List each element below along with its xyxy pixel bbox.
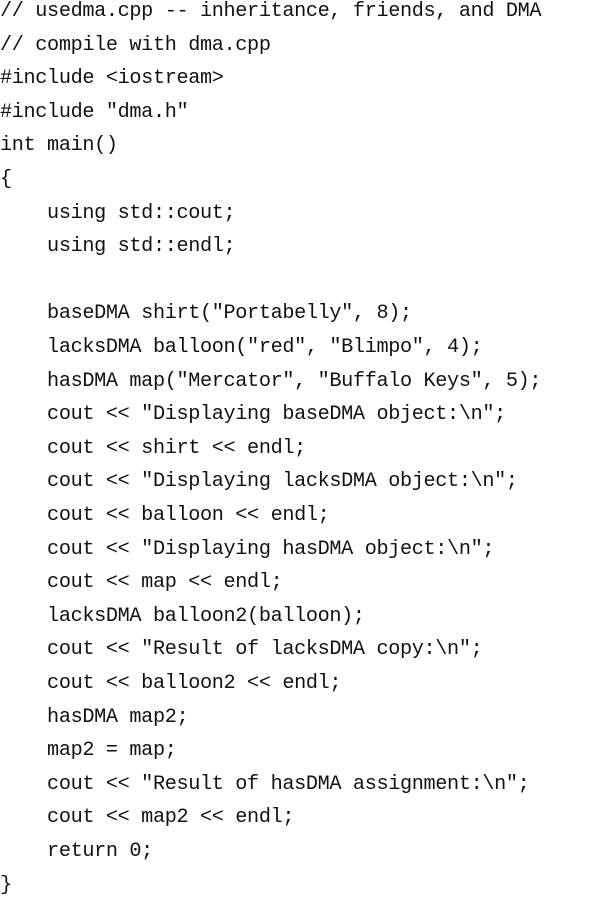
code-line-19: lacksDMA balloon2(balloon); [0, 604, 365, 628]
code-line-4: #include "dma.h" [0, 100, 189, 124]
code-line-7: using std::cout; [0, 201, 236, 225]
code-line-10: baseDMA shirt("Portabelly", 8); [0, 302, 412, 326]
code-line-24: cout << "Result of hasDMA assignment:\n"… [0, 772, 530, 796]
code-line-25: cout << map2 << endl; [0, 806, 295, 830]
code-line-27: } [0, 873, 12, 897]
code-line-22: hasDMA map2; [0, 705, 189, 729]
code-line-5: int main() [0, 134, 118, 158]
code-line-8: using std::endl; [0, 235, 236, 259]
code-line-2: // compile with dma.cpp [0, 33, 271, 57]
code-line-11: lacksDMA balloon("red", "Blimpo", 4); [0, 336, 483, 359]
code-line-15: cout << "Displaying lacksDMA object:\n"; [0, 470, 518, 494]
code-line-14: cout << shirt << endl; [0, 436, 306, 460]
code-line-12: hasDMA map("Mercator", "Buffalo Keys", 5… [0, 369, 542, 393]
code-line-26: return 0; [0, 840, 153, 863]
code-line-21: cout << balloon2 << endl; [0, 672, 342, 695]
code-line-1: // usedma.cpp -- inheritance, friends, a… [0, 0, 542, 23]
code-line-17: cout << "Displaying hasDMA object:\n"; [0, 537, 495, 561]
code-line-3: #include <iostream> [0, 67, 224, 91]
code-line-18: cout << map << endl; [0, 571, 283, 595]
code-line-20: cout << "Result of lacksDMA copy:\n"; [0, 638, 483, 662]
code-line-23: map2 = map; [0, 739, 177, 763]
code-line-6: { [0, 168, 12, 191]
code-line-13: cout << "Displaying baseDMA object:\n"; [0, 403, 506, 427]
code-line-16: cout << balloon << endl; [0, 504, 330, 527]
